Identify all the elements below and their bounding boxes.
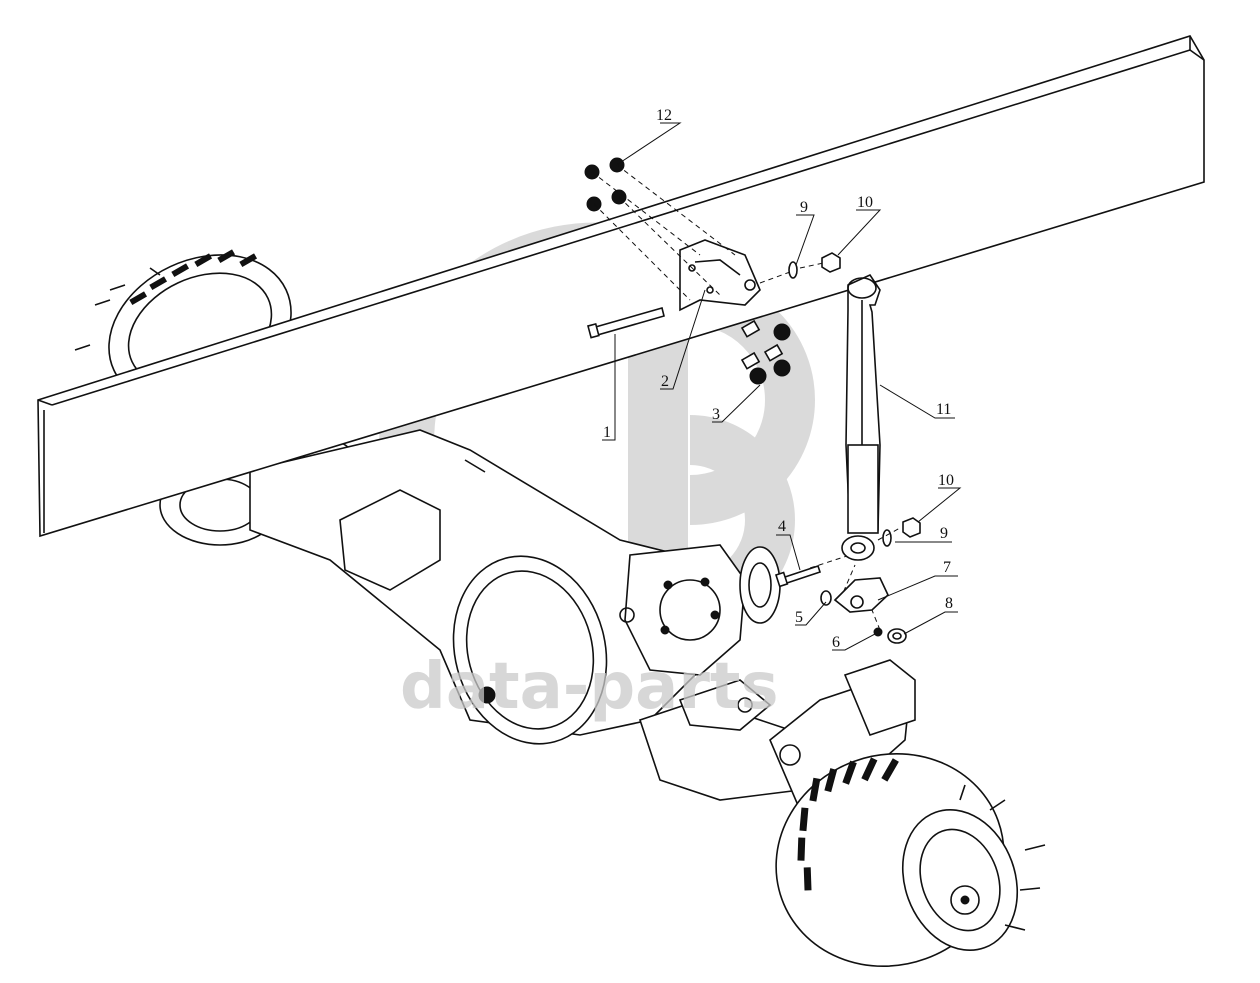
callout-1: 1 bbox=[603, 424, 611, 441]
washers-and-nuts bbox=[788, 252, 921, 547]
callout-10-bottom: 10 bbox=[938, 472, 954, 489]
callout-2: 2 bbox=[661, 373, 669, 390]
bracket-bolts bbox=[740, 319, 791, 385]
callout-8: 7 bbox=[943, 559, 951, 576]
chassis-frame-rail bbox=[37, 35, 1205, 538]
callout-6: 6 bbox=[832, 634, 840, 651]
callout-3: 3 bbox=[712, 406, 720, 423]
callout-4: 4 bbox=[778, 518, 786, 535]
shock-absorber-bracket bbox=[679, 239, 761, 312]
nuts bbox=[584, 157, 627, 212]
callout-9-bottom: 9 bbox=[940, 525, 948, 542]
lower-bracket bbox=[820, 577, 907, 644]
callout-12: 12 bbox=[656, 107, 672, 124]
callout-5: 5 bbox=[795, 609, 803, 626]
shock-absorber bbox=[841, 273, 881, 561]
callout-10-top: 10 bbox=[857, 194, 873, 211]
callout-9-top: 9 bbox=[800, 199, 808, 216]
lower-bolt bbox=[774, 564, 822, 588]
right-wheel-hub bbox=[769, 659, 1046, 968]
long-bolt bbox=[587, 307, 665, 339]
watermark-text: data-parts bbox=[400, 650, 779, 724]
leader-lines bbox=[602, 122, 962, 651]
callout-labels: 12 9 10 2 1 3 11 10 9 4 7 5 8 6 bbox=[603, 107, 954, 651]
callout-11: 11 bbox=[936, 401, 951, 418]
callout-7: 8 bbox=[945, 595, 953, 612]
